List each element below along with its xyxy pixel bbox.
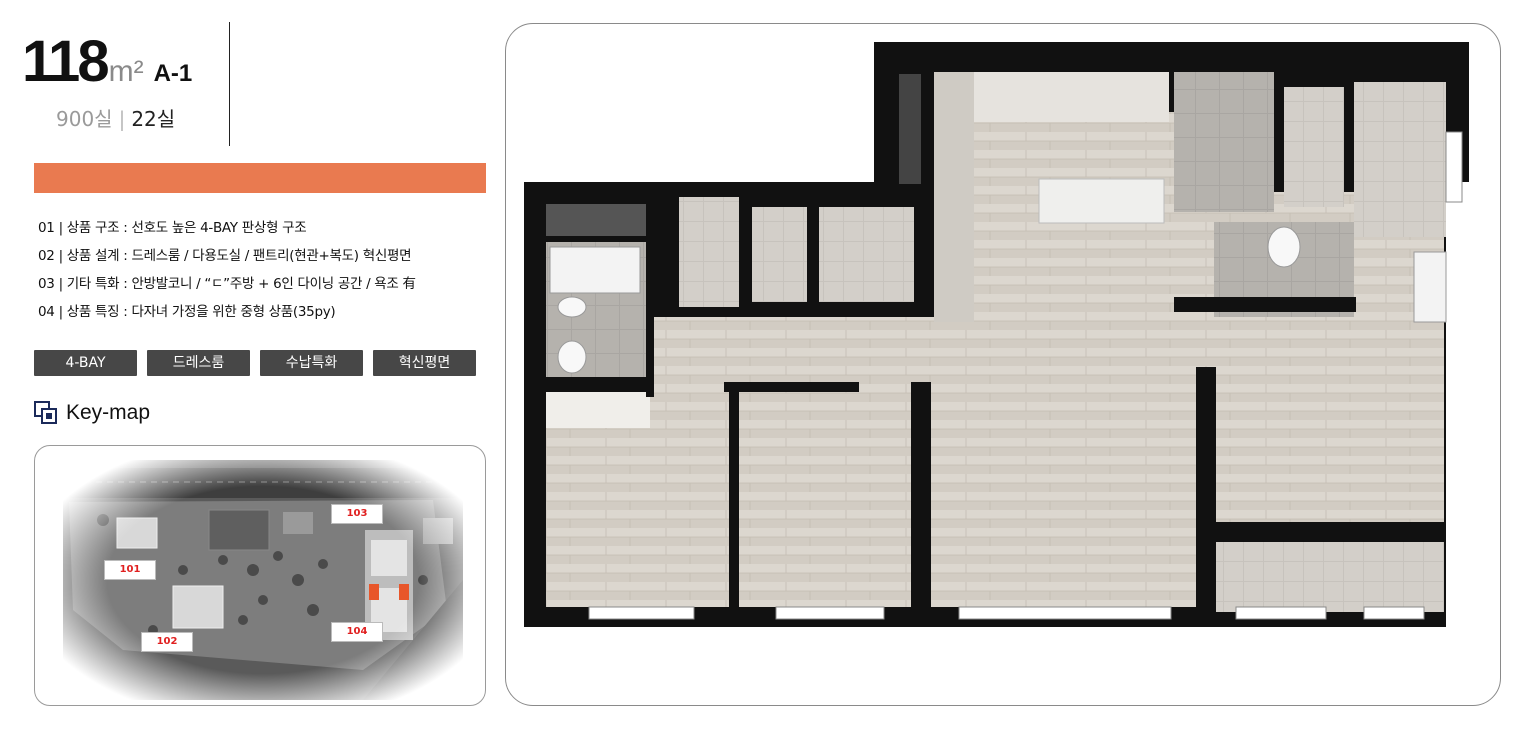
floor-plan-image	[524, 42, 1469, 627]
keymap-heading: Key-map	[34, 401, 150, 425]
feature-item: 03 | 기타 특화 : 안방발코니 / “ㄷ”주방 + 6인 다이닝 공간 /…	[38, 276, 416, 292]
type-name: A-1	[153, 60, 193, 87]
tag-dressroom: 드레스룸	[147, 350, 250, 376]
feature-item: 02 | 상품 설계 : 드레스룸 / 다용도실 / 팬트리(현관+복도) 혁신…	[38, 248, 412, 264]
accent-bar	[34, 163, 486, 193]
tag-storage: 수납특화	[260, 350, 363, 376]
title-block: 118m² A-1 900실|22실	[22, 22, 230, 146]
feature-item: 04 | 상품 특징 : 다자녀 가정을 위한 중형 상품(35py)	[38, 304, 336, 320]
aerial-site-image	[63, 460, 463, 700]
tag-list: 4-BAY 드레스룸 수납특화 혁신평면	[34, 350, 476, 376]
units-row: 900실|22실	[56, 103, 175, 132]
tag-4bay: 4-BAY	[34, 350, 137, 376]
feature-item: 01 | 상품 구조 : 선호도 높은 4-BAY 판상형 구조	[38, 220, 307, 236]
area-unit: m²	[108, 55, 144, 88]
floor-plan-panel	[505, 23, 1501, 706]
units-separator: |	[118, 107, 126, 131]
keymap-panel: 101 102 103 104	[34, 445, 486, 706]
area-value: 118	[22, 29, 110, 94]
building-label-103: 103	[331, 504, 383, 524]
title-row: 118m² A-1	[22, 28, 192, 95]
keymap-label: Key-map	[66, 401, 151, 424]
tag-innovative-plan: 혁신평면	[373, 350, 476, 376]
feature-list: 01 | 상품 구조 : 선호도 높은 4-BAY 판상형 구조 02 | 상품…	[38, 214, 416, 326]
total-units: 900실	[56, 107, 113, 131]
building-label-101: 101	[104, 560, 156, 580]
building-label-104: 104	[331, 622, 383, 642]
type-units: 22실	[131, 107, 176, 131]
keymap-icon	[34, 401, 58, 425]
building-label-102: 102	[141, 632, 193, 652]
